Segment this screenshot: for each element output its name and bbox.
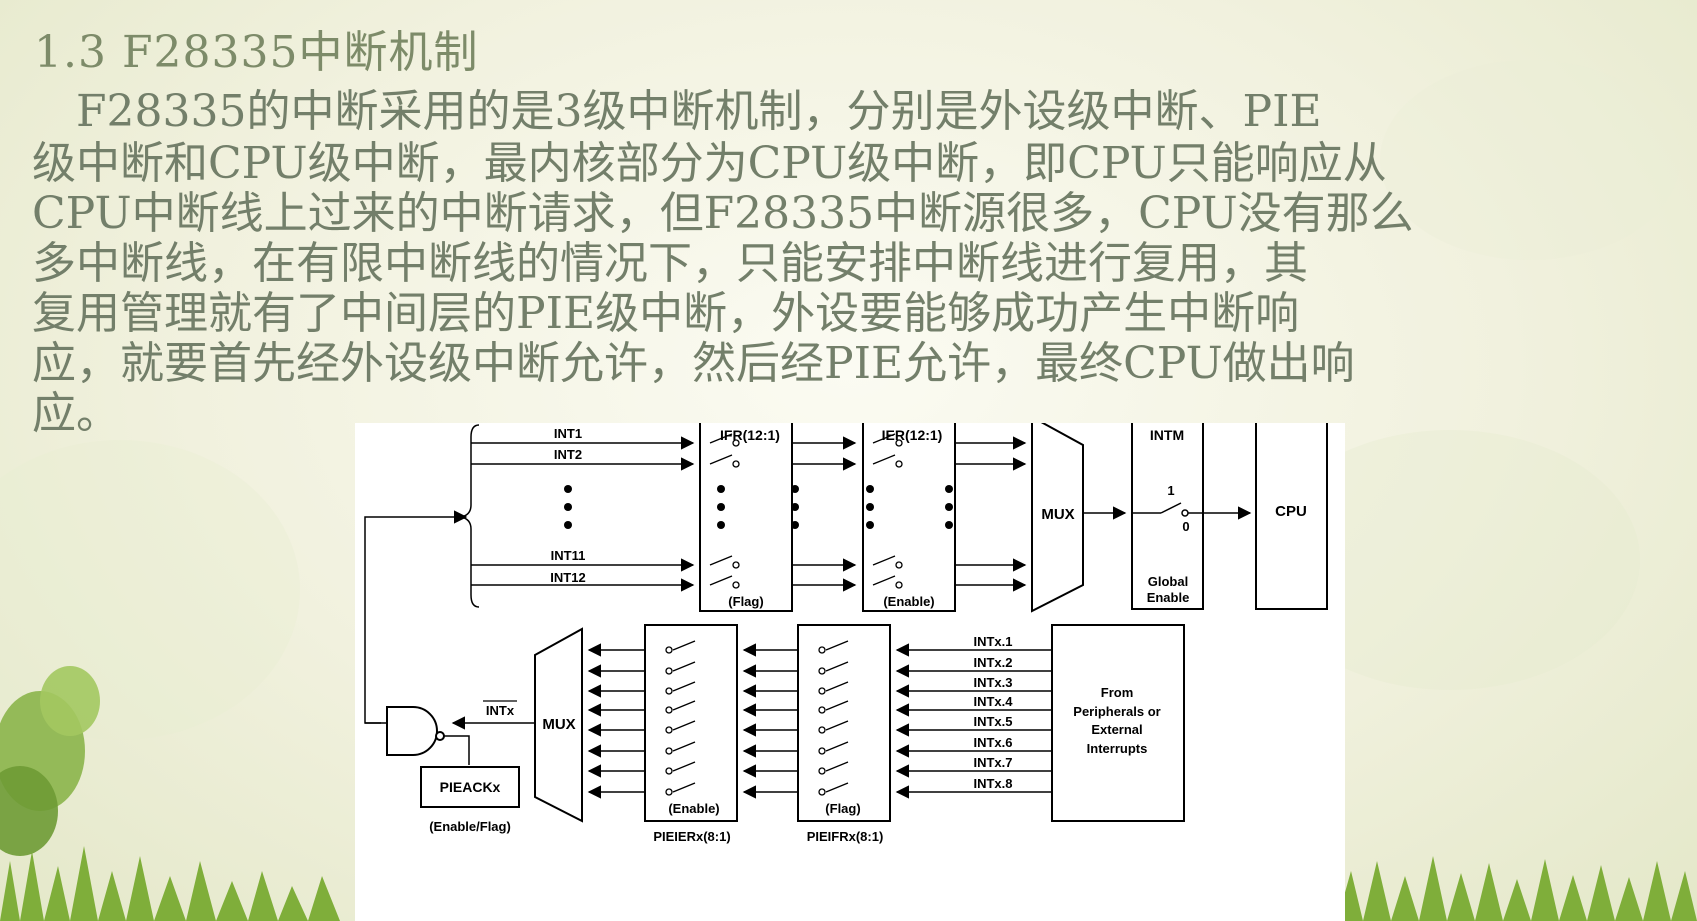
grass-decoration-left [0,666,340,921]
pieier-switches [665,640,696,796]
peripheral-source-box [1051,624,1185,822]
pieack-sub-label: (Enable/Flag) [429,819,511,834]
int1-label: INT1 [554,426,582,441]
pieier-label: PIEIERx(8:1) [653,829,730,844]
paragraph-line: 复用管理就有了中间层的PIE级中断，外设要能够成功产生中断响 [32,288,1300,339]
grass-decoration-right [1337,856,1697,921]
page-title: 1.3 F28335中断机制 [34,27,479,78]
intx6-label: INTx.6 [973,735,1012,750]
pie-lines [587,643,1052,799]
ifr-register-box [699,423,793,612]
intx-label: INTx [486,703,515,718]
ifr-label: IFR(12:1) [720,427,780,443]
source-label: External [1091,722,1142,737]
pie-line-labels: INTx.1 INTx.2 INTx.3 INTx.4 INTx.5 INTx.… [973,634,1013,791]
paragraph-line: 级中断和CPU级中断，最内核部分为CPU级中断，即CPU只能响应从 [32,138,1387,189]
pieifr-switches [818,640,849,796]
paragraph-line: F28335的中断采用的是3级中断机制，分别是外设级中断、PIE [32,86,1322,137]
intx7-label: INTx.7 [973,755,1012,770]
ier-switches [872,433,903,589]
source-label: Interrupts [1087,741,1148,756]
pieifr-flag-label: (Flag) [825,801,860,816]
source-label: From [1101,685,1134,700]
intm-label: INTM [1150,427,1184,443]
intx2-label: INTx.2 [973,655,1012,670]
input-brace [460,424,480,608]
pieack-label: PIEACKx [440,779,501,795]
pieifr-label: PIEIFRx(8:1) [807,829,884,844]
intx3-label: INTx.3 [973,675,1012,690]
intm-switch [1083,502,1252,520]
int11-label: INT11 [551,548,586,563]
ellipsis-dots [564,485,953,529]
intx5-label: INTx.5 [973,714,1012,729]
pieifr-register-box [797,624,891,822]
mux-top-label: MUX [1041,506,1074,523]
ifr-flag-label: (Flag) [728,594,763,609]
pieier-enable-label: (Enable) [668,801,719,816]
pieack-line [444,735,470,765]
intx1-label: INTx.1 [973,634,1012,649]
cpu-label: CPU [1275,503,1307,520]
global-enable-label: Enable [1147,590,1190,605]
paragraph-line: 多中断线，在有限中断线的情况下，只能安排中断线进行复用，其 [32,238,1308,289]
switch-0-label: 0 [1182,519,1189,534]
switch-1-label: 1 [1167,483,1174,498]
int12-label: INT12 [550,570,585,585]
paragraph-line: 应。 [32,388,120,439]
background-leaf [1380,60,1680,260]
ier-enable-label: (Enable) [883,594,934,609]
pieack-box [420,766,520,808]
intx8-label: INTx.8 [973,776,1012,791]
paragraph-line: 应，就要首先经外设级中断允许，然后经PIE允许，最终CPU做出响 [32,338,1355,389]
mux-bottom [534,627,583,823]
and-gate [386,706,445,756]
feedback-line [364,510,468,724]
int2-label: INT2 [554,447,582,462]
intx4-label: INTx.4 [973,694,1013,709]
paragraph-line: CPU中断线上过来的中断请求，但F28335中断源很多，CPU没有那么 [32,188,1414,239]
cpu-box [1255,423,1328,610]
global-enable-label: Global [1148,574,1188,589]
ier-label: IER(12:1) [882,427,943,443]
mux-bottom-label: MUX [542,716,575,733]
ifr-switches [709,433,740,589]
mux-top [1031,423,1084,613]
pieier-register-box [644,624,738,822]
interrupt-diagram: IFR(12:1) IER(12:1) INTM MUX CPU INT1 IN… [355,423,1345,921]
ier-register-box [862,423,956,612]
source-label: Peripherals or [1073,704,1160,719]
